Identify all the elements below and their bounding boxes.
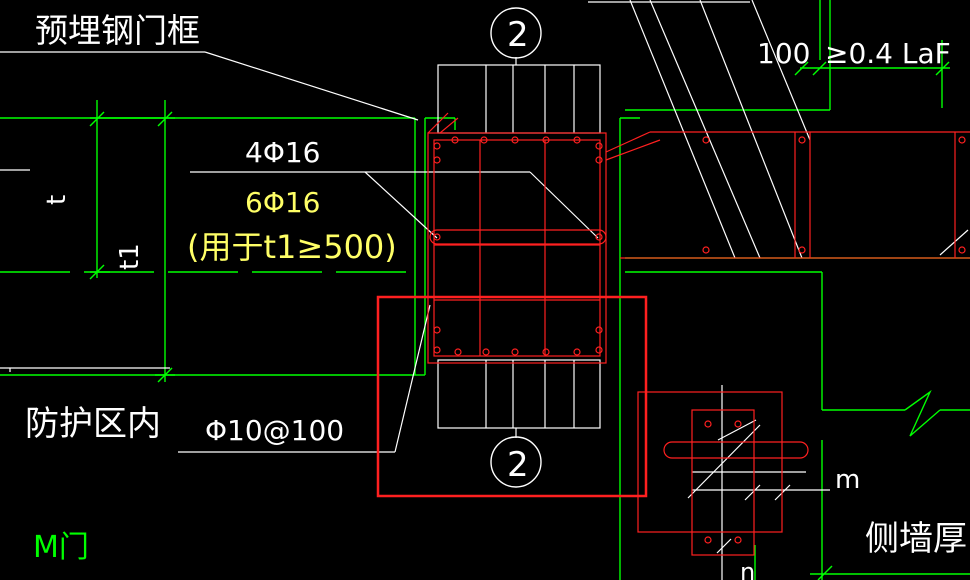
stirrup-label: Φ10@100	[205, 414, 344, 447]
embedded-frame-label: 预埋钢门框	[35, 11, 200, 50]
dim-m-label: m	[835, 465, 860, 495]
rebar-cage	[427, 112, 970, 556]
highlight-box	[376, 295, 648, 498]
dim-100-label: 100	[757, 37, 810, 70]
section-marker-top	[490, 7, 542, 59]
rebar-dots	[433, 136, 966, 544]
section-number-top: 2	[507, 15, 529, 55]
main-rebar-label: 4Φ16	[245, 136, 320, 169]
dim-t1-label: t1	[115, 243, 145, 270]
dim-n-label: n	[740, 558, 755, 580]
side-wall-label: 侧墙厚	[865, 519, 967, 559]
section-number-bottom: 2	[507, 445, 529, 485]
section-marker-bottom	[490, 436, 542, 488]
protect-zone-label: 防护区内	[25, 404, 161, 444]
extra-rebar-label: 6Φ16	[245, 186, 320, 219]
dim-t-label: t	[42, 195, 72, 205]
door-label: M门	[33, 530, 89, 565]
extra-rebar-note: (用于t1≥500)	[187, 228, 397, 266]
anchor-length-label: ≥0.4 LaF	[825, 37, 951, 70]
